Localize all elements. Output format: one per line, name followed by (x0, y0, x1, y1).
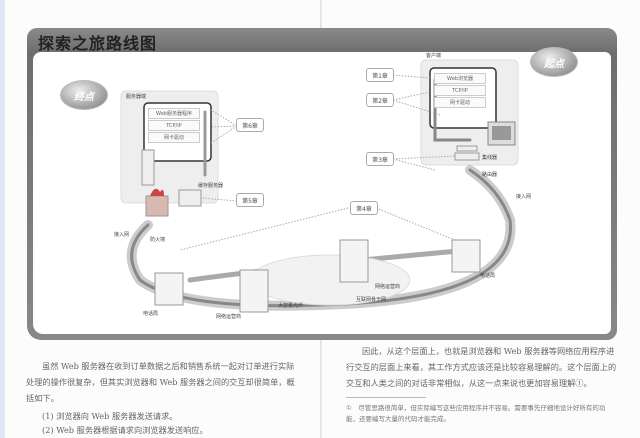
left-list-item-1: (1) 浏览器向 Web 服务器发送请求。 (42, 411, 178, 421)
server-rack-icon (141, 149, 155, 186)
chapter-3-box: 第3章 (366, 152, 394, 166)
server-access-label: 接入网 (114, 232, 130, 238)
footnote: ① 尽管思路很简单，但实际编写这些应用程序并不容易。需要事先仔细地设计好所有的功… (346, 404, 606, 423)
chapter-2-box: 第2章 (366, 93, 394, 107)
hub-icon (456, 145, 478, 152)
cache-server-label: 缓存服务器 (198, 183, 224, 189)
client-layer-tcpip: TCP/IP (434, 85, 486, 96)
fiber-label: 大容量光纤 (278, 303, 304, 309)
chapter-6-box: 第6章 (236, 118, 264, 132)
hub-label: 集线器 (482, 155, 498, 161)
left-paragraph: 虽然 Web 服务器在收到订单数据之后和销售系统一起对订单进行实际处理的操作很复… (26, 361, 295, 403)
phone-office-left-label: 电话局 (143, 311, 159, 317)
left-list-item-2: (2) Web 服务器根据请求向浏览器发送响应。 (42, 425, 208, 435)
start-point-badge: 起点 (530, 47, 578, 77)
page-title: 探索之旅路线图 (38, 34, 158, 53)
server-layer-web: Web服务器程序 (148, 108, 200, 119)
right-paragraph: 因此，从这个层面上，也就是浏览器和 Web 服务器等网络应用程序进行交互的层面上… (346, 346, 617, 388)
router-icon (454, 152, 480, 161)
firewall-label: 防火墙 (150, 237, 166, 243)
client-side-label: 客户端 (426, 53, 442, 59)
chapter-1-box: 第1章 (366, 68, 394, 82)
footnote-divider (346, 397, 426, 398)
server-layer-tcpip: TCP/IP (148, 120, 200, 131)
isp-left-label: 网络运营商 (216, 314, 242, 320)
building-icons (154, 239, 481, 313)
isp-right-label: 网络运营商 (375, 284, 401, 290)
chapter-5-box: 第5章 (236, 193, 264, 207)
client-layer-browser: Web浏览器 (434, 73, 486, 84)
backbone-label: 互联网骨干网 (356, 297, 387, 303)
end-point-badge: 终点 (60, 80, 108, 110)
cache-server-icon (178, 189, 202, 207)
chapter-4-box: 第4章 (350, 201, 378, 215)
server-side-label: 服务器端 (126, 94, 147, 100)
server-layer-nic: 网卡驱动 (148, 132, 200, 143)
client-access-label: 接入网 (516, 194, 532, 200)
router-label: 路由器 (482, 172, 498, 178)
phone-office-right-label: 电话局 (480, 273, 496, 279)
firewall-icon (145, 195, 169, 217)
client-layer-nic: 网卡驱动 (434, 97, 486, 108)
